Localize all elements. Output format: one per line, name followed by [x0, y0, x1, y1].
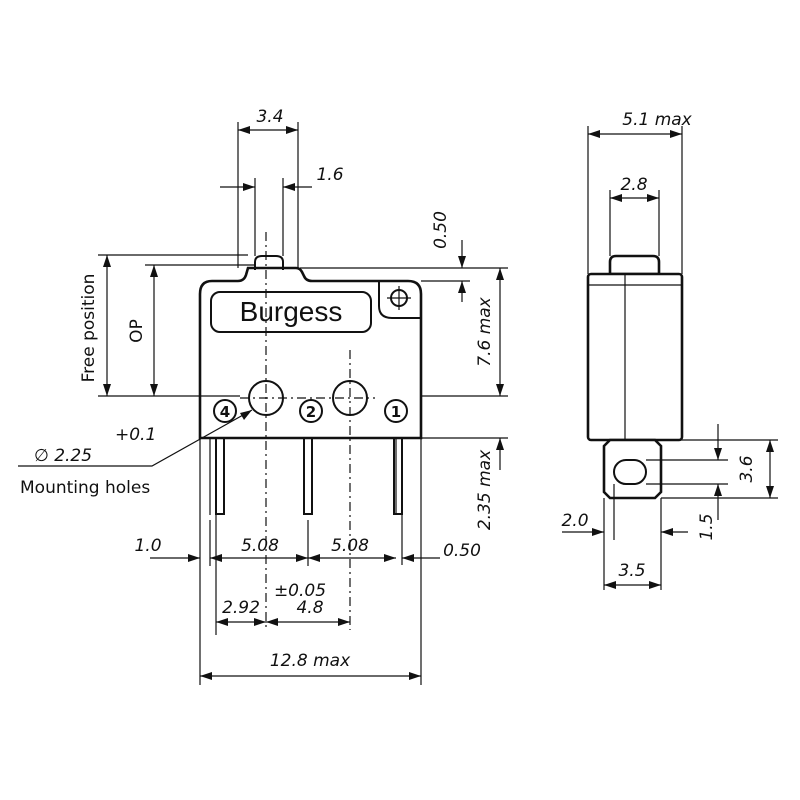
op-label: OP [127, 319, 147, 343]
plunger [254, 255, 284, 270]
dim-side-left: 2.0 [561, 511, 588, 531]
side-terminal-tab [602, 438, 663, 500]
pin-4-circle [213, 399, 237, 423]
dim-side-width: 5.1 max [622, 110, 692, 130]
corner-plate [378, 281, 421, 319]
terminal-1 [393, 437, 403, 515]
brand-plate [210, 291, 372, 333]
dim-terminal-length: 2.35 max [475, 449, 495, 530]
dim-edge-right: 0.50 [443, 541, 481, 561]
hole-tolerance-label: +0.1 [115, 425, 156, 445]
dim-plunger-width: 3.4 [256, 107, 283, 127]
dim-side-tab-height: 3.6 [737, 455, 757, 482]
dim-side-slot: 1.5 [697, 513, 717, 540]
pin-1-circle [384, 399, 408, 423]
dim-side-plunger: 2.8 [620, 175, 647, 195]
front-dimensions: 3.4 1.6 0.50 7.6 max 2.35 max [18, 107, 508, 685]
free-position-label: Free position [79, 274, 99, 383]
dim-hole-spacing: 4.8 [296, 598, 323, 618]
dim-pitch-right: 5.08 [331, 536, 369, 556]
dim-hole-tolerance: ±0.05 [274, 581, 326, 601]
side-dimensions: 5.1 max 2.8 3.6 1.5 2.0 3.5 [561, 110, 778, 589]
pin-4-label: 4 [220, 403, 230, 421]
terminal-4 [215, 437, 225, 515]
front-view: Burgess 4 2 1 [198, 232, 423, 630]
dim-plunger-height: 0.50 [431, 211, 451, 249]
dim-body-height: 7.6 max [475, 296, 495, 366]
dim-side-tab-width: 3.5 [618, 561, 645, 581]
dim-pitch-left: 5.08 [241, 536, 279, 556]
pin-2-circle [299, 399, 323, 423]
brand-text: Burgess [240, 296, 343, 327]
pin-2-label: 2 [306, 403, 316, 421]
hole-diameter-label: ∅ 2.25 [34, 446, 92, 466]
side-slot [613, 459, 647, 485]
side-view [586, 254, 684, 590]
switch-body-outline [198, 266, 423, 440]
side-body [586, 272, 684, 442]
dim-plunger-offset: 1.6 [316, 165, 343, 185]
pin-1-label: 1 [391, 403, 401, 421]
dim-edge-left: 1.0 [134, 536, 161, 556]
terminal-2 [303, 437, 313, 515]
dim-hole-offset: 2.92 [222, 598, 260, 618]
dim-overall-length: 12.8 max [270, 651, 351, 671]
mounting-holes-label: Mounting holes [20, 478, 150, 498]
